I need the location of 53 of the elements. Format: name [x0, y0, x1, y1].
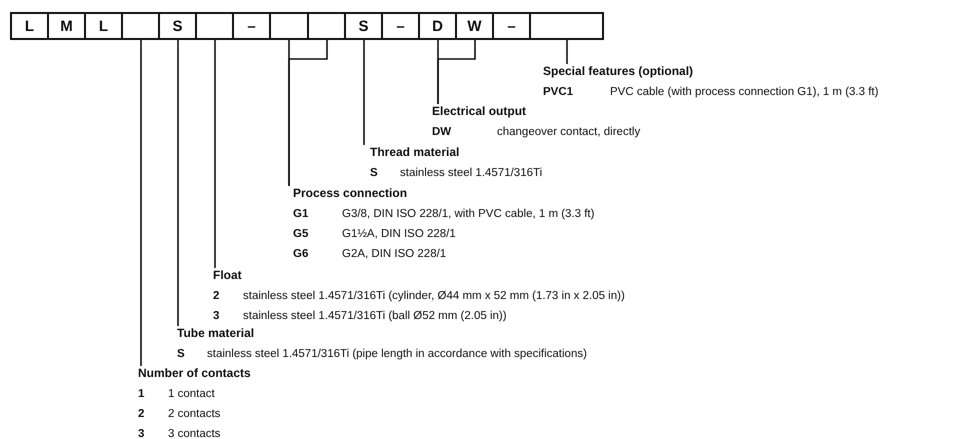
- leader-line: [140, 40, 142, 366]
- code-position-box: [269, 12, 309, 40]
- code-position-box: –: [492, 12, 531, 40]
- option-code: G1: [293, 208, 308, 220]
- option-code: 2: [138, 408, 144, 420]
- code-position-box: [307, 12, 346, 40]
- option-description: PVC cable (with process connection G1), 1 m (3.3 ft): [610, 85, 878, 100]
- option-description: stainless steel 1.4571/316Ti (pipe length in accordance with specifications): [207, 347, 587, 362]
- code-position-box: –: [381, 12, 420, 40]
- code-position-box: W: [455, 12, 494, 40]
- option-description: G1½A, DIN ISO 228/1: [342, 227, 456, 242]
- option-code: 1: [138, 388, 144, 400]
- option-code: G6: [293, 248, 308, 260]
- code-position-box: M: [47, 12, 86, 40]
- section-heading: Thread material: [370, 144, 460, 161]
- leader-line: [177, 40, 179, 326]
- leader-line: [363, 40, 365, 145]
- option-description: stainless steel 1.4571/316Ti (ball Ø52 mm (2.05 in)): [243, 309, 507, 324]
- leader-line: [214, 40, 216, 268]
- option-code: 2: [213, 290, 220, 302]
- code-position-box: S: [344, 12, 383, 40]
- section-heading: Number of contacts: [138, 365, 251, 382]
- option-description: G3/8, DIN ISO 228/1, with PVC cable, 1 m (3.3 ft): [342, 207, 594, 222]
- section-heading: Process connection: [293, 185, 408, 202]
- code-position-box: S: [158, 12, 197, 40]
- leader-line: [288, 40, 328, 186]
- option-code: 3: [213, 310, 220, 322]
- option-code: DW: [432, 126, 452, 138]
- section-heading: Tube material: [177, 325, 254, 342]
- code-position-box: D: [418, 12, 457, 40]
- section-heading: Electrical output: [432, 103, 526, 120]
- option-description: G2A, DIN ISO 228/1: [342, 247, 446, 262]
- code-position-box: [529, 12, 604, 40]
- option-description: stainless steel 1.4571/316Ti (cylinder, Ø44 mm x 52 mm (1.73 in x 2.05 in)): [243, 289, 625, 304]
- leader-line: [566, 40, 568, 64]
- section-heading: Float: [213, 267, 242, 284]
- section-heading: Special features (optional): [543, 63, 694, 80]
- option-code: S: [370, 167, 378, 179]
- code-position-box: L: [84, 12, 123, 40]
- option-description: 2 contacts: [168, 407, 220, 422]
- code-position-box: [195, 12, 234, 40]
- option-code: G5: [293, 228, 308, 240]
- option-code: 3: [138, 428, 144, 439]
- code-position-box: [121, 12, 160, 40]
- option-description: stainless steel 1.4571/316Ti: [400, 166, 542, 181]
- option-code: S: [177, 348, 185, 360]
- option-description: 3 contacts: [168, 427, 220, 439]
- option-code: PVC1: [543, 86, 574, 98]
- leader-line: [437, 40, 476, 104]
- option-description: 1 contact: [168, 387, 215, 402]
- code-position-box: –: [232, 12, 271, 40]
- code-position-box: L: [10, 12, 49, 40]
- option-description: changeover contact, directly: [497, 125, 640, 140]
